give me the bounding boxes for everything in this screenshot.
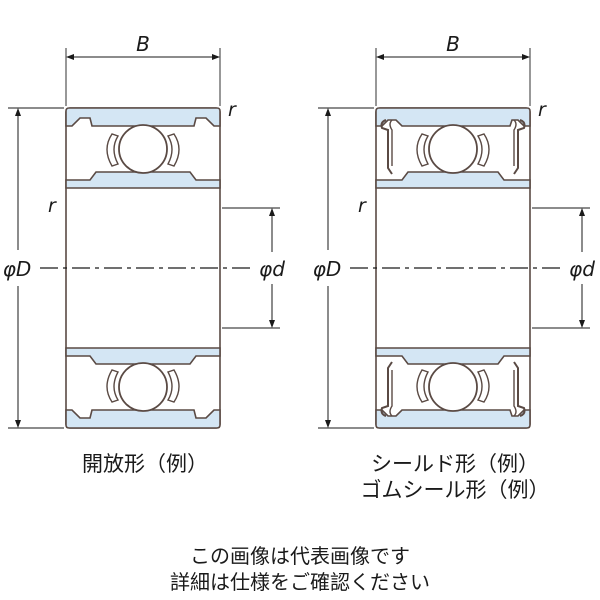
bearing-open-radius-label-top: r [228, 99, 237, 121]
bearing-shield-inner-diameter-label: φd [569, 257, 595, 281]
bearing-shield-radius-label-top: r [538, 99, 547, 121]
caption-shield-type: シールド形（例） [371, 452, 539, 476]
caption-rubber-seal-type: ゴムシール形（例） [360, 478, 550, 502]
bearing-open-outer-diameter-label: φD [3, 257, 32, 281]
bearing-shield: B φD φd r r [313, 32, 595, 429]
bearing-shield-radius-label-inner: r [358, 195, 367, 217]
bearing-open: B φD φd r r [3, 32, 285, 429]
note-check-specifications: 詳細は仕様をご確認ください [170, 570, 430, 594]
bearing-open-inner-diameter-label: φd [259, 257, 285, 281]
caption-open-type: 開放形（例） [82, 452, 208, 476]
bearing-open-radius-label-inner: r [48, 195, 57, 217]
bearing-shield-outer-diameter-label: φD [313, 257, 342, 281]
bearing-open-b-label: B [136, 32, 150, 56]
bearing-shield-b-label: B [446, 32, 460, 56]
note-representative-image: この画像は代表画像です [190, 544, 410, 568]
